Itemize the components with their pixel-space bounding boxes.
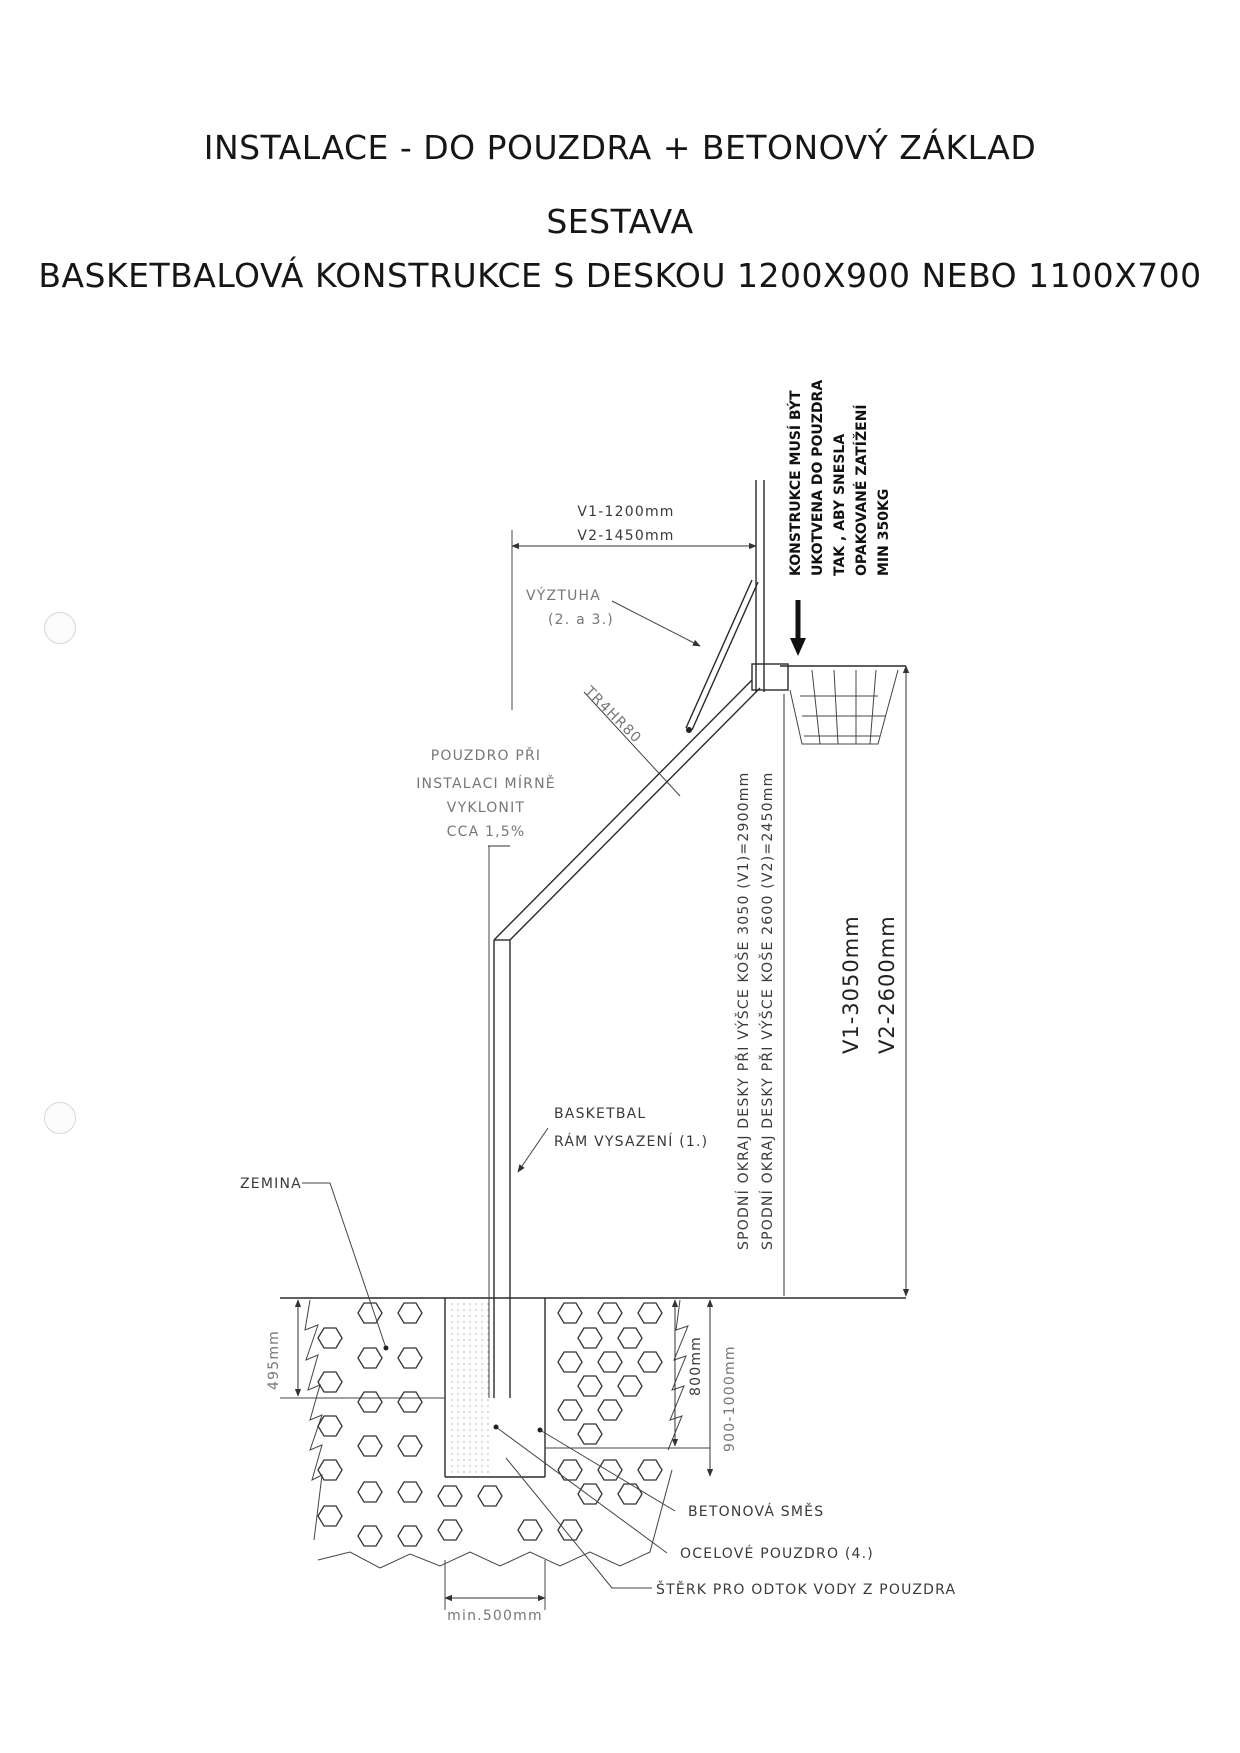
board-v1-label: SPODNÍ OKRAJ DESKY PŘI VÝŠCE KOŠE 3050 (… [734, 772, 752, 1250]
reach-v1-label: V1-1200mm [577, 504, 674, 520]
concrete-label: BETONOVÁ SMĚS [688, 1503, 824, 1520]
note-line-3: TAK , ABY SNESLA [832, 434, 848, 576]
tilt-label-3: VYKLONIT [447, 800, 525, 816]
load-arrow-head [790, 638, 806, 656]
title-product: BASKETBALOVÁ KONSTRUKCE S DESKOU 1200X90… [38, 256, 1202, 295]
soil-point [383, 1345, 389, 1351]
frame-leader [517, 1127, 549, 1173]
soil-label: ZEMINA [240, 1176, 302, 1192]
brace-label-1: VÝZTUHA [526, 587, 601, 604]
tilt-label-2: INSTALACI MÍRNĚ [416, 775, 556, 792]
min-width-label: min.500mm [447, 1608, 543, 1624]
soil-break-left [304, 1299, 323, 1541]
arm-lower-edge [493, 679, 753, 941]
gravel-label: ŠTĚRK PRO ODTOK VODY Z POUZDRA [656, 1580, 956, 1598]
soil-break-right [667, 1299, 689, 1451]
leaders [302, 600, 701, 1589]
note-line-1: KONSTRUKCE MUSÍ BÝT [786, 390, 804, 576]
structure [488, 480, 906, 1398]
punch-hole-top [44, 612, 76, 644]
concrete-leader [539, 1429, 676, 1512]
gravel-leader [505, 1457, 652, 1589]
gravel-hexagons [317, 1302, 663, 1547]
note-line-2: UKOTVENA DO POUZDRA [810, 380, 826, 576]
reach-v2-label: V2-1450mm [577, 528, 674, 544]
tube-leader [583, 691, 681, 797]
brace-label-2: (2. a 3.) [548, 612, 614, 628]
sleeve-point [493, 1424, 499, 1430]
concrete-fill [447, 1300, 489, 1475]
depth-495-label: 495mm [266, 1330, 282, 1390]
anchoring-note: KONSTRUKCE MUSÍ BÝT UKOTVENA DO POUZDRA … [786, 380, 892, 576]
height-v1-label: V1-3050mm [839, 915, 863, 1054]
tilt-label-4: CCA 1,5% [447, 824, 526, 840]
brace-joint [686, 727, 692, 733]
note-line-5: MIN 350KG [876, 489, 892, 576]
depth-range-label: 900-1000mm [722, 1345, 738, 1452]
sleeve-label: OCELOVÉ POUZDRO (4.) [680, 1545, 874, 1562]
title-assembly: SESTAVA [546, 202, 694, 241]
soil-break-bottom [317, 1469, 673, 1569]
bracket [751, 663, 789, 691]
depth-800-label: 800mm [688, 1336, 704, 1396]
tilt-label-1: POUZDRO PŘI [431, 747, 542, 764]
title-installation: INSTALACE - DO POUZDRA + BETONOVÝ ZÁKLAD [203, 128, 1037, 167]
net-mesh-v [811, 669, 877, 745]
foundation [280, 1297, 906, 1569]
concrete-point [537, 1427, 543, 1433]
dimensions [294, 530, 910, 1610]
arm-upper-edge [509, 687, 761, 941]
note-line-4: OPAKOVANÉ ZATÍŽENÍ [853, 404, 870, 576]
brace-leader [611, 600, 701, 647]
brace-edge-a [685, 579, 753, 729]
soil-leader [302, 1182, 387, 1349]
board-v2-label: SPODNÍ OKRAJ DESKY PŘI VÝŠCE KOŠE 2600 (… [758, 772, 776, 1250]
height-v2-label: V2-2600mm [875, 915, 899, 1054]
sleeve-leader [495, 1426, 668, 1554]
punch-hole-bottom [44, 1102, 76, 1134]
frame-label-2: RÁM VYSAZENÍ (1.) [554, 1133, 708, 1150]
tube-label: TR4HR80 [580, 683, 644, 747]
frame-label-1: BASKETBAL [554, 1106, 646, 1122]
brace-edge-b [691, 581, 759, 731]
net-outline [789, 669, 899, 745]
